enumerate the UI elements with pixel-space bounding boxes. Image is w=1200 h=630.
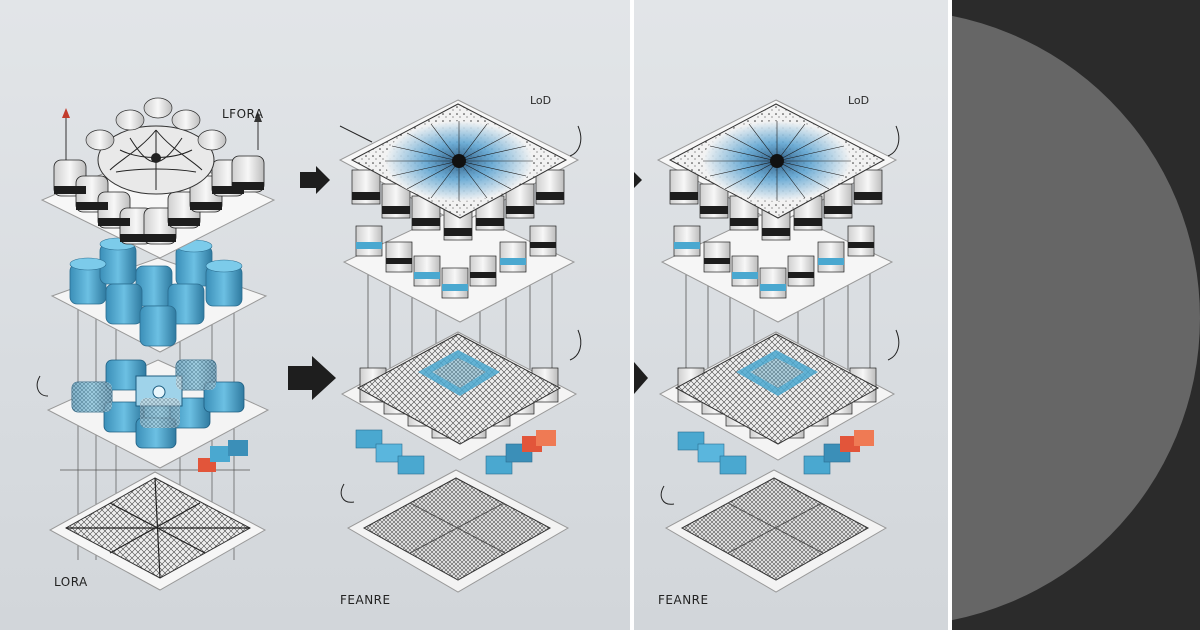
left-stack-bottom-label: LORA — [54, 575, 88, 589]
overlay-shape — [952, 0, 1200, 630]
layer-stack-illustration: LFORA LORA — [36, 94, 582, 607]
illustration-panel-lod: LoD FEANRE — [634, 0, 948, 630]
arrow-right-icon — [634, 172, 642, 188]
panel-divider — [630, 0, 634, 630]
left-stack-top-label: LFORA — [222, 107, 264, 121]
arrow-right-icon — [288, 356, 336, 400]
right-stack-bottom-label: FEANRE — [658, 593, 709, 607]
panel-divider — [948, 0, 952, 630]
layer-stack-illustration-copy: LoD FEANRE — [634, 94, 900, 607]
dark-overlay-panel — [952, 0, 1200, 630]
illustration-panel-lora: LFORA LORA — [0, 0, 630, 630]
arrow-right-icon — [634, 362, 648, 394]
arrow-right-icon — [300, 166, 330, 194]
middle-stack: LoD FEANRE — [338, 94, 582, 607]
gray-circle-shape — [952, 15, 1200, 621]
left-stack: LFORA LORA — [36, 97, 276, 591]
middle-stack-bottom-label: FEANRE — [340, 593, 391, 607]
right-stack: LoD FEANRE — [656, 94, 900, 607]
middle-stack-top-label: LoD — [530, 94, 551, 107]
right-stack-top-label: LoD — [848, 94, 869, 107]
